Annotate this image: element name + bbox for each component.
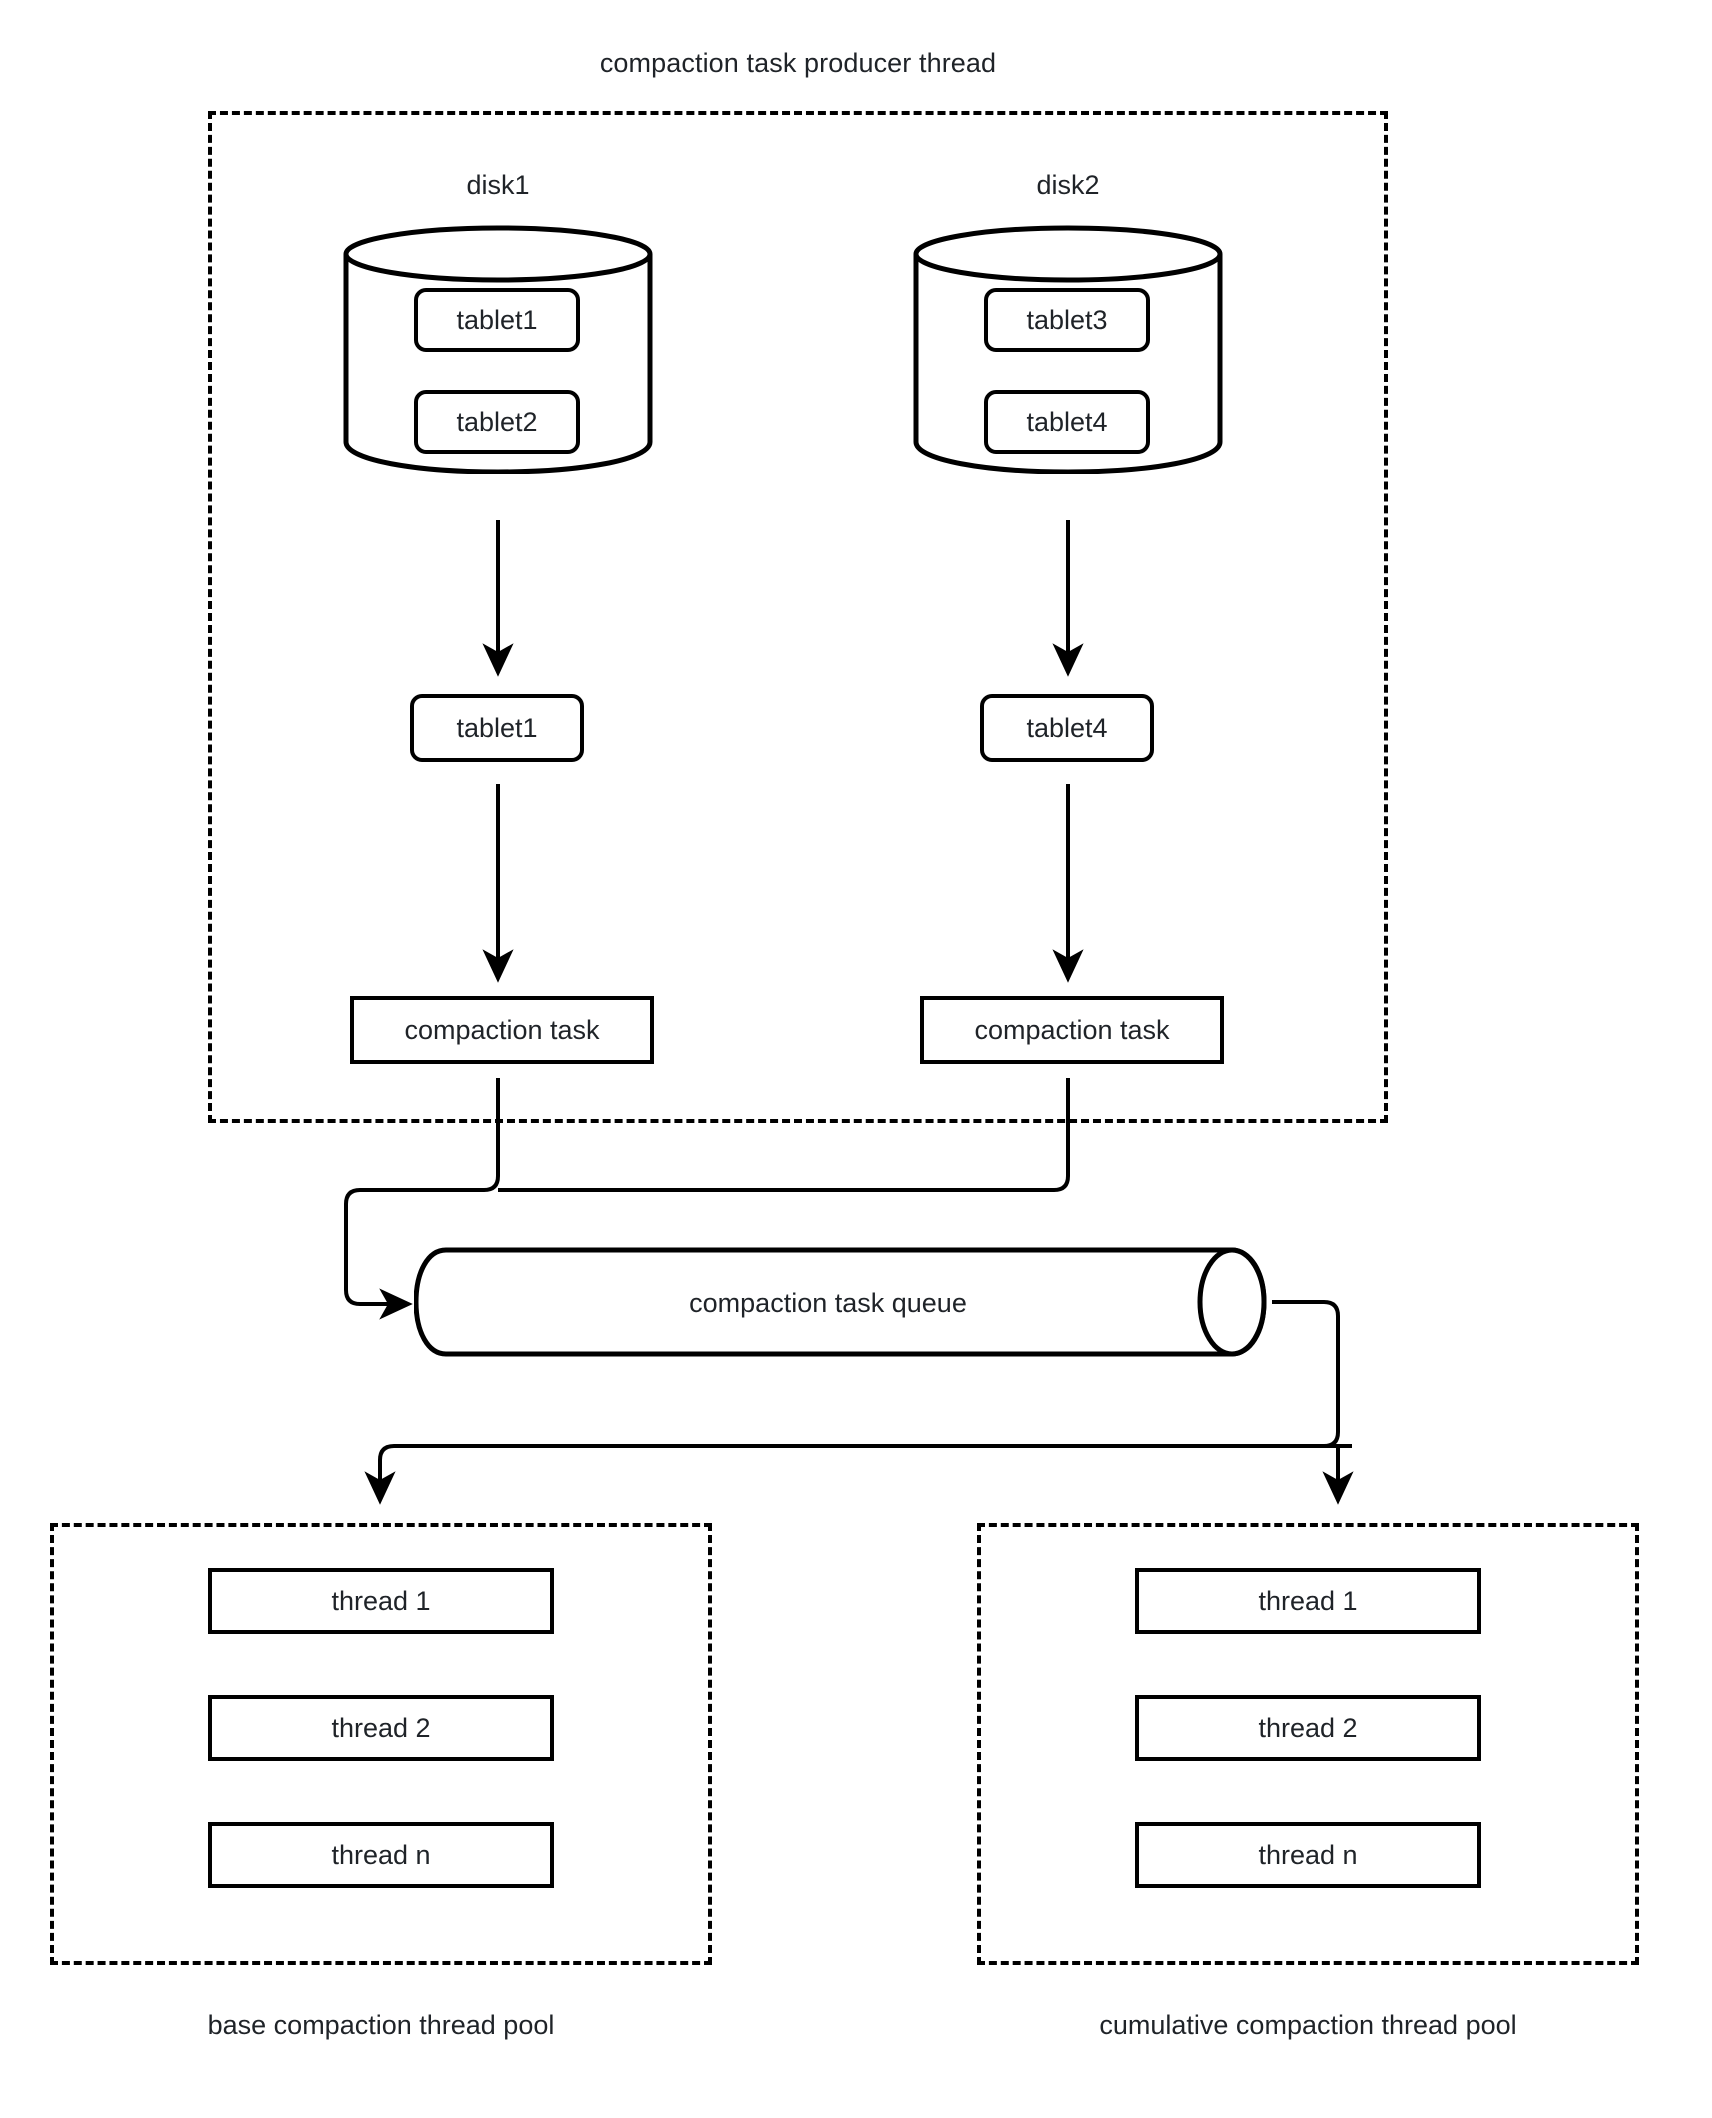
producer-thread-container <box>208 111 1388 1123</box>
compaction-task-disk2[interactable]: compaction task <box>920 996 1224 1064</box>
cumulative-pool-thread-2[interactable]: thread 2 <box>1135 1695 1481 1761</box>
cumulative-pool-thread-n[interactable]: thread n <box>1135 1822 1481 1888</box>
base-pool-thread-1[interactable]: thread 1 <box>208 1568 554 1634</box>
disk2-label: disk2 <box>1036 170 1100 200</box>
compaction-task-disk1[interactable]: compaction task <box>350 996 654 1064</box>
producer-thread-title: compaction task producer thread <box>599 48 997 78</box>
cumulative-compaction-thread-pool-caption: cumulative compaction thread pool <box>1099 2010 1517 2040</box>
cumulative-pool-thread-1[interactable]: thread 1 <box>1135 1568 1481 1634</box>
selected-tablet-disk1[interactable]: tablet1 <box>410 694 584 762</box>
base-pool-thread-2[interactable]: thread 2 <box>208 1695 554 1761</box>
base-compaction-thread-pool-caption: base compaction thread pool <box>207 2010 555 2040</box>
wire-queue-out <box>1272 1300 1352 1448</box>
disk2-tablet4-box[interactable]: tablet4 <box>984 390 1150 454</box>
cumulative-compaction-thread-pool <box>977 1523 1639 1965</box>
compaction-task-queue-label: compaction task queue <box>689 1288 967 1318</box>
selected-tablet-disk2[interactable]: tablet4 <box>980 694 1154 762</box>
compaction-task-queue[interactable] <box>414 1246 1274 1358</box>
disk1-tablet1-box[interactable]: tablet1 <box>414 288 580 352</box>
disk1-tablet2-box[interactable]: tablet2 <box>414 390 580 454</box>
base-compaction-thread-pool <box>50 1523 712 1965</box>
disk1-label: disk1 <box>466 170 530 200</box>
wire-distribution-bus <box>364 1444 1338 1505</box>
disk2-tablet3-box[interactable]: tablet3 <box>984 288 1150 352</box>
base-pool-thread-n[interactable]: thread n <box>208 1822 554 1888</box>
